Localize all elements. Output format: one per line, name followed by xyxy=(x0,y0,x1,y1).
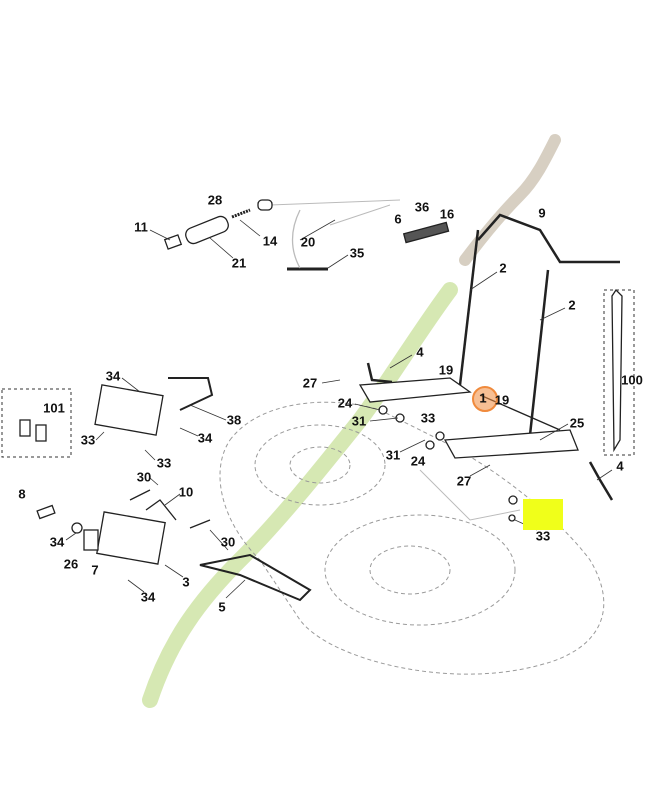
part-label-25[interactable]: 25 xyxy=(569,415,585,431)
part-label-27[interactable]: 27 xyxy=(302,375,318,391)
part-label-31[interactable]: 31 xyxy=(351,413,367,429)
part-label-19[interactable]: 19 xyxy=(494,392,510,408)
part-label-20[interactable]: 20 xyxy=(300,234,316,250)
part-label-27[interactable]: 27 xyxy=(456,473,472,489)
part-label-35[interactable]: 35 xyxy=(349,245,365,261)
part-label-36[interactable]: 36 xyxy=(414,199,430,215)
part-label-34[interactable]: 34 xyxy=(197,430,213,446)
highlight-marker xyxy=(523,499,563,530)
part-label-16[interactable]: 16 xyxy=(439,206,455,222)
frame-outline xyxy=(269,199,521,521)
part-label-24[interactable]: 24 xyxy=(337,395,353,411)
part-label-19[interactable]: 19 xyxy=(438,362,454,378)
part-label-6[interactable]: 6 xyxy=(394,211,402,227)
part-label-1[interactable]: 1 xyxy=(479,390,487,406)
part-label-33[interactable]: 33 xyxy=(156,455,172,471)
part-label-4[interactable]: 4 xyxy=(416,344,424,360)
part-label-34[interactable]: 34 xyxy=(49,534,65,550)
part-label-38[interactable]: 38 xyxy=(226,412,242,428)
part-label-100[interactable]: 100 xyxy=(621,372,643,388)
part-label-30[interactable]: 30 xyxy=(220,534,236,550)
part-label-34[interactable]: 34 xyxy=(140,589,156,605)
part-label-2[interactable]: 2 xyxy=(568,297,576,313)
inset-box-100 xyxy=(603,289,635,456)
part-label-2[interactable]: 2 xyxy=(499,260,507,276)
watermark-logo xyxy=(142,134,561,708)
part-label-4[interactable]: 4 xyxy=(616,458,624,474)
part-label-24[interactable]: 24 xyxy=(410,453,426,469)
part-label-31[interactable]: 31 xyxy=(385,447,401,463)
part-label-8[interactable]: 8 xyxy=(18,486,26,502)
part-label-14[interactable]: 14 xyxy=(262,233,278,249)
part-label-34[interactable]: 34 xyxy=(105,368,121,384)
part-label-10[interactable]: 10 xyxy=(178,484,194,500)
part-label-7[interactable]: 7 xyxy=(91,562,99,578)
part-label-30[interactable]: 30 xyxy=(136,469,152,485)
part-label-28[interactable]: 28 xyxy=(207,192,223,208)
part-label-26[interactable]: 26 xyxy=(63,556,79,572)
part-label-3[interactable]: 3 xyxy=(182,574,190,590)
parts xyxy=(19,199,623,602)
selected-part-circle[interactable] xyxy=(472,386,498,412)
part-label-33[interactable]: 33 xyxy=(420,410,436,426)
part-label-101[interactable]: 101 xyxy=(43,400,65,416)
part-label-33[interactable]: 33 xyxy=(80,432,96,448)
inset-box-101 xyxy=(1,388,72,458)
part-label-33[interactable]: 33 xyxy=(535,528,551,544)
part-label-9[interactable]: 9 xyxy=(538,205,546,221)
part-label-11[interactable]: 11 xyxy=(134,219,148,235)
part-label-5[interactable]: 5 xyxy=(218,599,226,615)
leader-lines xyxy=(65,219,613,599)
part-label-21[interactable]: 21 xyxy=(231,255,247,271)
